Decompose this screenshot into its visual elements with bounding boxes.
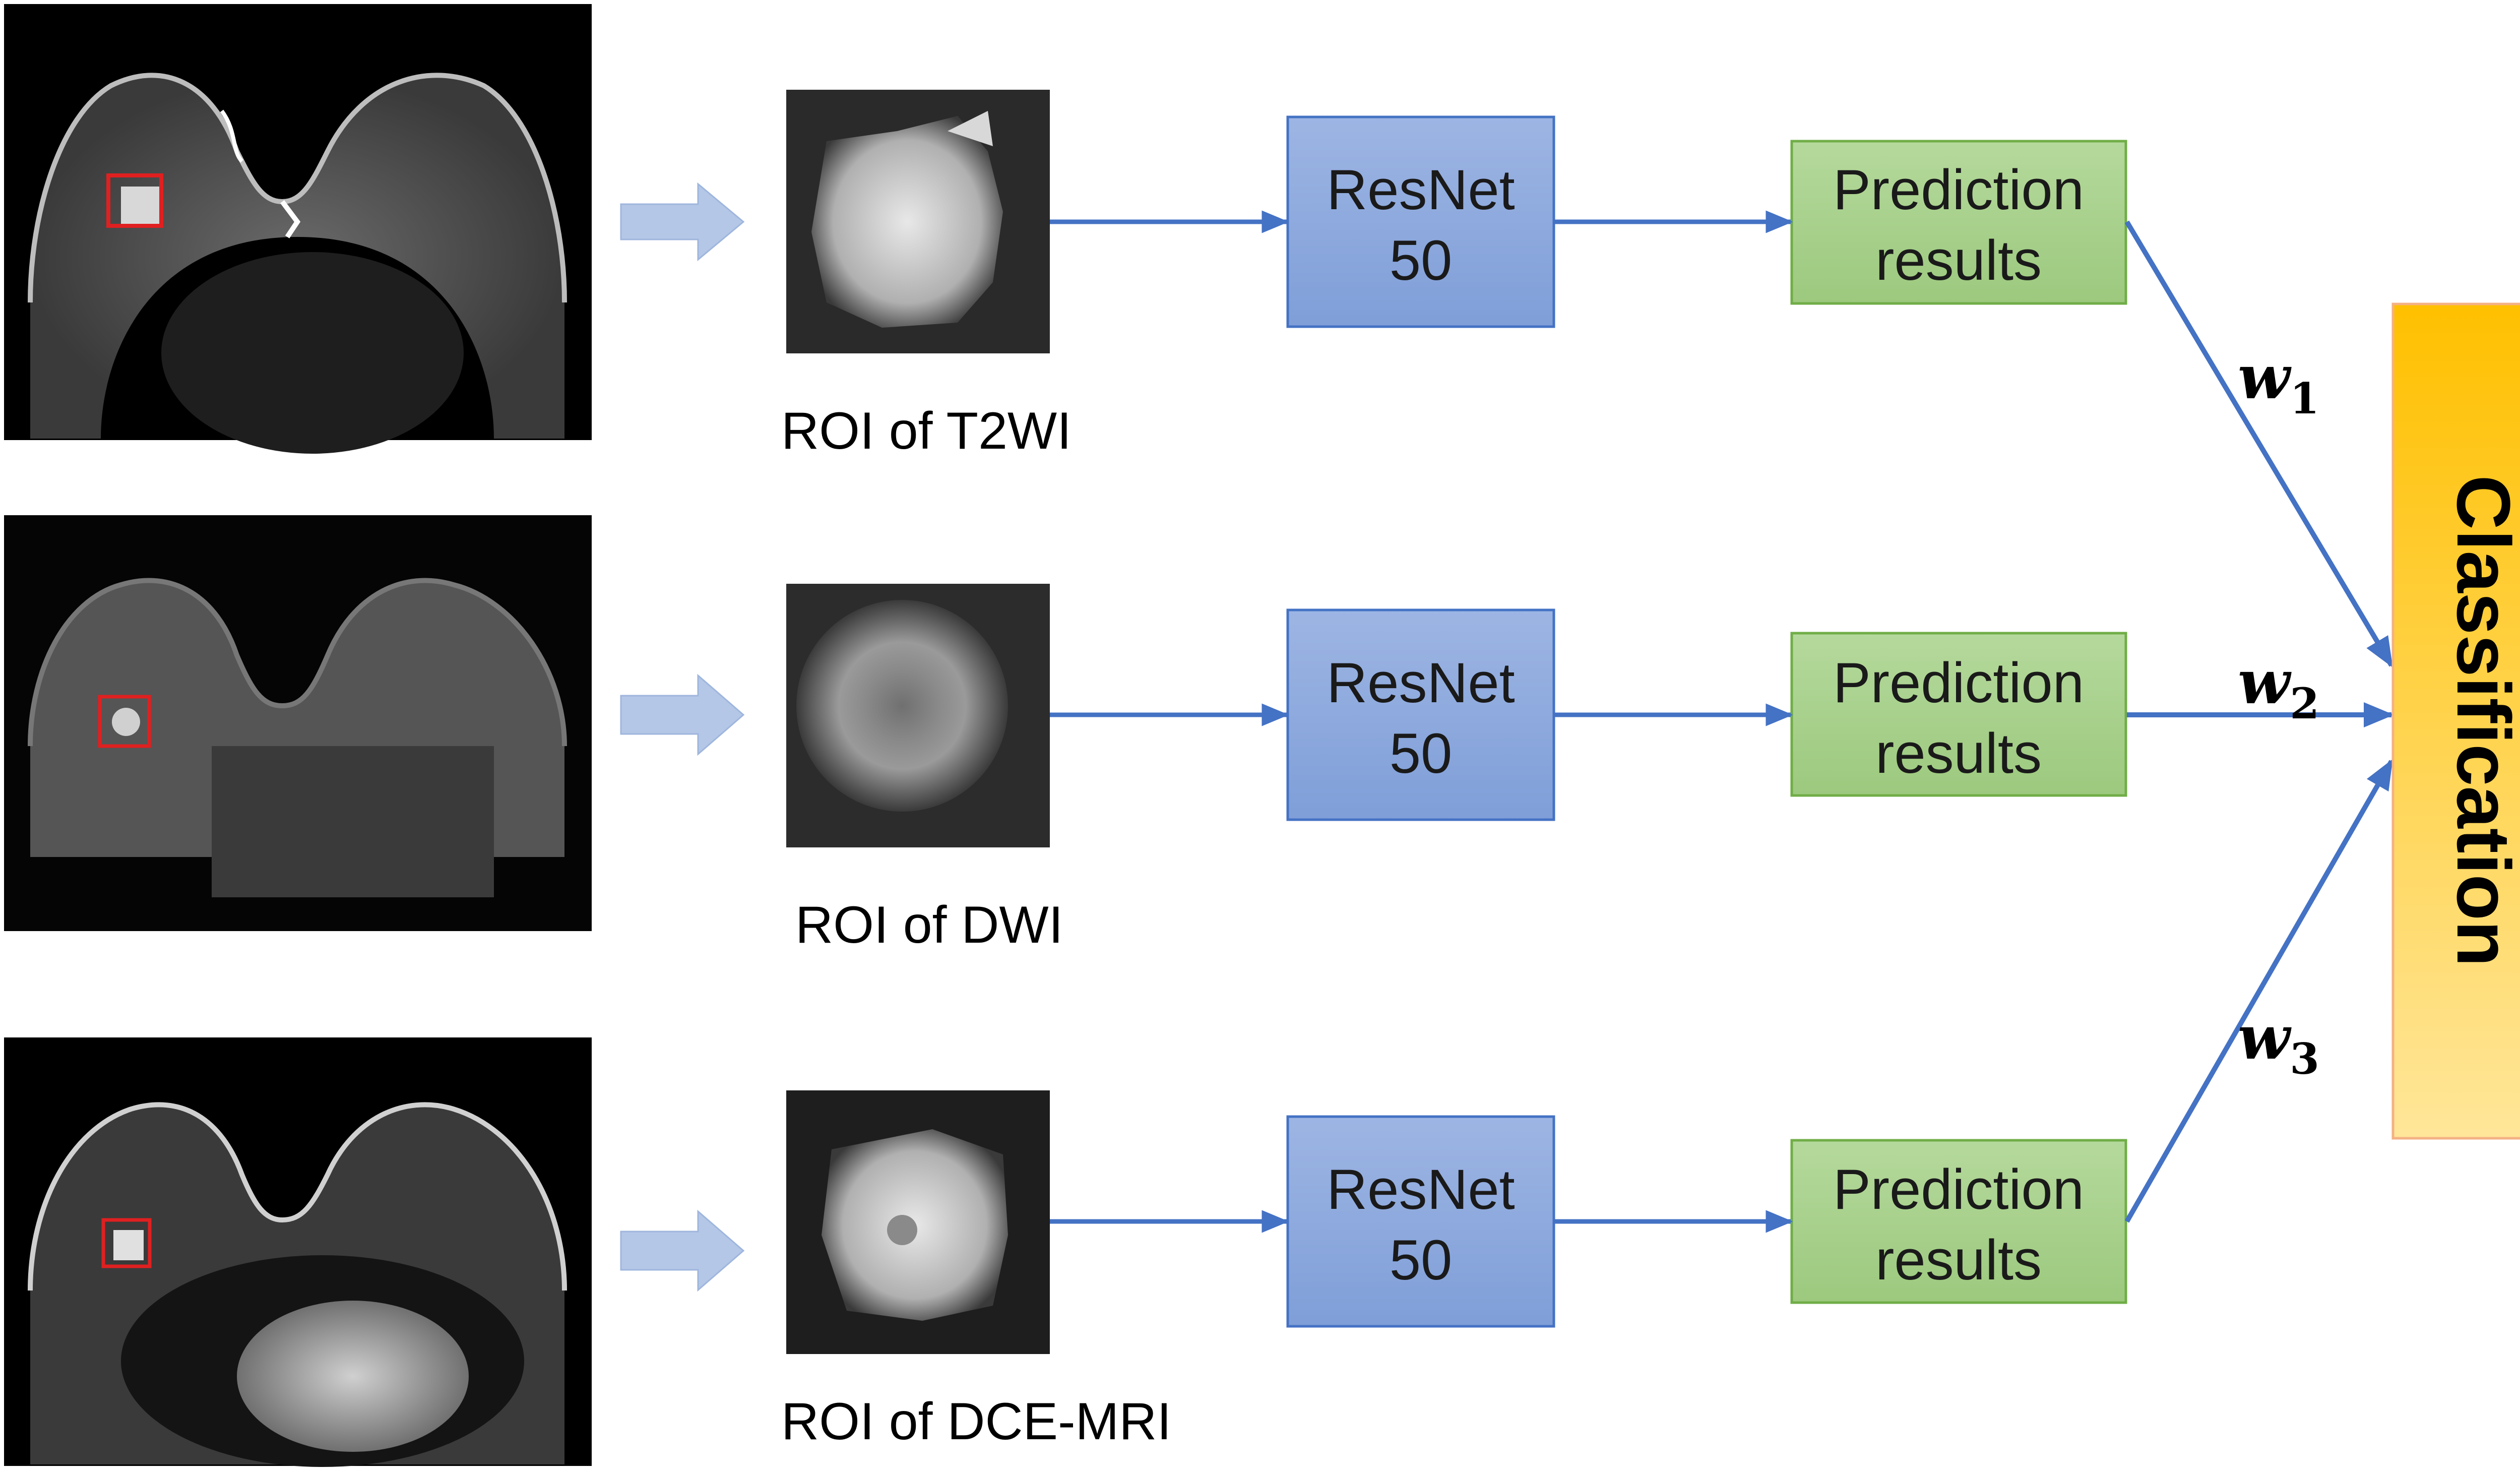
classification-box: Classification bbox=[2391, 302, 2520, 1140]
roi-marker bbox=[101, 1218, 152, 1268]
prediction-box: Prediction results bbox=[1790, 140, 2127, 305]
prediction-label-line2: results bbox=[1875, 722, 2042, 785]
prediction-box: Prediction results bbox=[1790, 1139, 2127, 1304]
weight-symbol: w bbox=[2238, 647, 2292, 718]
mri-image-dwi bbox=[4, 515, 592, 931]
weight-label: w1 bbox=[2238, 342, 2319, 423]
block-arrow bbox=[620, 182, 745, 262]
model-label-line1: ResNet bbox=[1327, 651, 1515, 714]
model-label-line2: 50 bbox=[1390, 722, 1453, 785]
weight-subscript: 2 bbox=[2290, 679, 2319, 728]
block-arrow bbox=[620, 1209, 745, 1292]
weight-subscript: 3 bbox=[2290, 1034, 2319, 1084]
roi-image-dce-mri bbox=[786, 1090, 1050, 1354]
model-label-line2: 50 bbox=[1390, 229, 1453, 292]
roi-label: ROI of T2WI bbox=[781, 402, 1072, 460]
prediction-label-line2: results bbox=[1875, 229, 2042, 292]
roi-marker bbox=[106, 173, 163, 228]
mri-image-dce-mri bbox=[4, 1037, 592, 1467]
roi-image-dwi bbox=[786, 584, 1050, 847]
prediction-box: Prediction results bbox=[1790, 632, 2127, 797]
model-box-resnet50: ResNet 50 bbox=[1286, 115, 1555, 328]
model-label-line1: ResNet bbox=[1327, 1158, 1515, 1221]
weighted-arrow bbox=[2124, 759, 2394, 1223]
weight-symbol: w bbox=[2238, 342, 2292, 413]
model-box-resnet50: ResNet 50 bbox=[1286, 1115, 1555, 1328]
prediction-label-line2: results bbox=[1875, 1229, 2042, 1292]
weight-label: w3 bbox=[2238, 1002, 2319, 1084]
model-label-line1: ResNet bbox=[1327, 158, 1515, 221]
classification-label: Classification bbox=[2441, 475, 2520, 966]
roi-label: ROI of DWI bbox=[795, 896, 1063, 954]
weight-label: w2 bbox=[2238, 647, 2319, 728]
mri-image-t2wi bbox=[4, 4, 592, 454]
model-box-resnet50: ResNet 50 bbox=[1286, 608, 1555, 821]
block-arrow bbox=[620, 673, 745, 756]
prediction-label-line1: Prediction bbox=[1833, 158, 2084, 221]
prediction-label-line1: Prediction bbox=[1833, 651, 2084, 714]
weight-subscript: 1 bbox=[2290, 374, 2319, 423]
prediction-label-line1: Prediction bbox=[1833, 1158, 2084, 1221]
roi-image-t2wi bbox=[786, 90, 1050, 353]
roi-marker bbox=[98, 695, 151, 748]
weight-symbol: w bbox=[2238, 1002, 2292, 1073]
weighted-arrow bbox=[2124, 220, 2394, 668]
roi-label: ROI of DCE-MRI bbox=[781, 1392, 1171, 1451]
model-label-line2: 50 bbox=[1390, 1229, 1453, 1292]
